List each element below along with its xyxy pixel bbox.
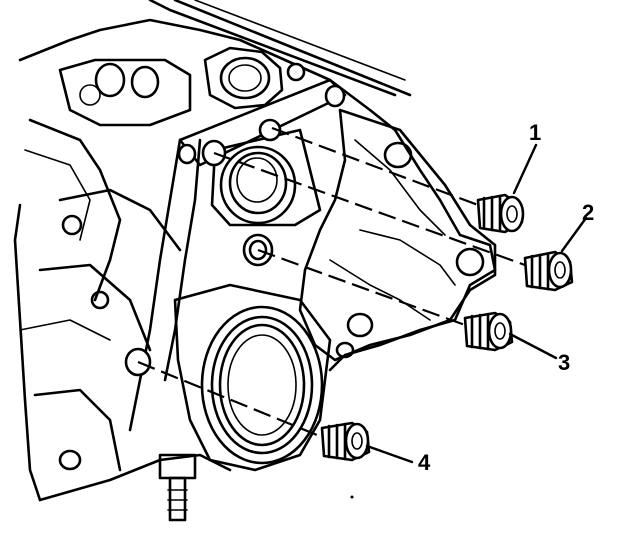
- rear-main-seal-housing: [124, 283, 332, 522]
- speck: [350, 495, 354, 499]
- callout-3: 3: [558, 350, 570, 375]
- bolt-3: [463, 311, 514, 352]
- engine-block: [13, 0, 497, 502]
- bolt-4: [320, 421, 371, 462]
- upper-seal-bore: [201, 118, 322, 227]
- alignment-lines: [137, 126, 526, 439]
- callout-2: 2: [582, 200, 594, 225]
- callout-4: 4: [418, 450, 431, 475]
- callout-leaders: [365, 143, 588, 464]
- callout-1: 1: [529, 120, 541, 145]
- bolt-1: [476, 193, 525, 234]
- bolt-2: [523, 250, 574, 292]
